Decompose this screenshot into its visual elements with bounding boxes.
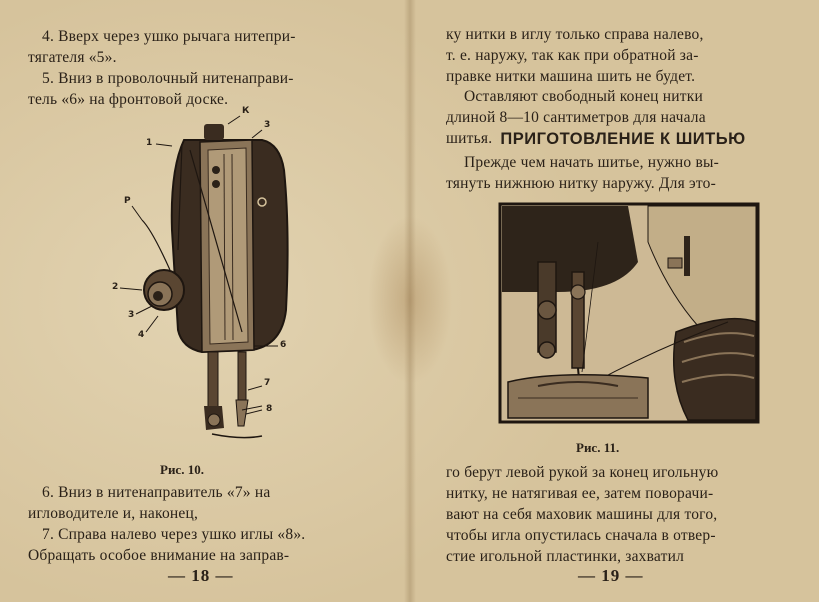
- page-number-right: — 19 —: [578, 566, 644, 585]
- figure-11-caption: Рис. 11.: [576, 440, 620, 455]
- text-line: Прежде чем начать шитье, нужно вы-: [464, 154, 719, 171]
- text-line: 7. Справа налево через ушко иглы «8».: [42, 526, 306, 543]
- text-line: тягателя «5».: [28, 49, 117, 66]
- text-line: длиной 8—10 сантиметров для начала: [446, 109, 706, 126]
- label-2: 2: [112, 282, 119, 292]
- text-line: тянуть нижнюю нитку наружу. Для это-: [446, 175, 716, 192]
- label-7: 7: [264, 378, 271, 388]
- text-line: го берут левой рукой за конец игольную: [446, 464, 719, 481]
- text-line: Обращать особое внимание на заправ-: [28, 547, 290, 564]
- figure-10-sewing-machine-head: К 3 1 Р 2 3 4 6 7 8: [112, 106, 312, 460]
- text-line: ку нитки в иглу только справа налево,: [446, 26, 704, 43]
- left-paragraph-7: 7. Справа налево через ушко иглы «8». Об…: [28, 524, 384, 566]
- label-4: 4: [138, 330, 145, 340]
- label-p: Р: [124, 196, 131, 206]
- label-3: 3: [264, 120, 271, 130]
- section-heading: ПРИГОТОВЛЕНИЕ К ШИТЬЮ: [500, 130, 746, 148]
- right-paragraph-1: ку нитки в иглу только справа налево, т.…: [446, 24, 800, 87]
- text-line: Оставляют свободный конец нитки: [464, 88, 703, 105]
- label-1: 1: [146, 138, 153, 148]
- sewing-machine-head-illustration: [119, 115, 289, 439]
- text-line: игловодителе и, наконец,: [28, 505, 199, 522]
- left-paragraph-4: 4. Вверх через ушко рычага нитепри- тяга…: [28, 26, 384, 68]
- label-k: К: [242, 106, 250, 116]
- right-intro-paragraph: Прежде чем начать шитье, нужно вы- тянут…: [446, 152, 800, 194]
- text-line: чтобы игла опустилась сначала в отвер-: [446, 527, 716, 544]
- book-gutter: [404, 0, 416, 602]
- text-line: стие игольной пластинки, захватил: [446, 548, 685, 565]
- text-line: правке нитки машина шить не будет.: [446, 68, 696, 85]
- left-paragraph-6: 6. Вниз в нитенаправитель «7» на игловод…: [28, 482, 384, 524]
- page-number-left: — 18 —: [168, 566, 234, 585]
- figure-11-needle-closeup: [498, 202, 760, 424]
- left-paragraph-5: 5. Вниз в проволочный нитенаправи- тель …: [28, 68, 384, 110]
- figure-10-caption: Рис. 10.: [160, 462, 204, 477]
- label-3b: 3: [128, 310, 135, 320]
- text-line: нитку, не натягивая ее, затем поворачи-: [446, 485, 714, 502]
- text-line: 6. Вниз в нитенаправитель «7» на: [42, 484, 271, 501]
- right-paragraph-2: Оставляют свободный конец нитки длиной 8…: [446, 86, 800, 149]
- needle-closeup-illustration: [498, 202, 760, 424]
- text-line: 4. Вверх через ушко рычага нитепри-: [42, 28, 296, 45]
- text-line: тель «6» на фронтовой доске.: [28, 91, 229, 108]
- label-6: 6: [280, 340, 287, 350]
- label-8: 8: [266, 404, 273, 414]
- text-line: вают на себя маховик машины для того,: [446, 506, 718, 523]
- text-line: т. е. наружу, так как при обратной за-: [446, 47, 699, 64]
- right-bottom-paragraph: го берут левой рукой за конец игольную н…: [446, 462, 800, 567]
- text-line: 5. Вниз в проволочный нитенаправи-: [42, 70, 294, 87]
- text-line: шитья.: [446, 130, 493, 147]
